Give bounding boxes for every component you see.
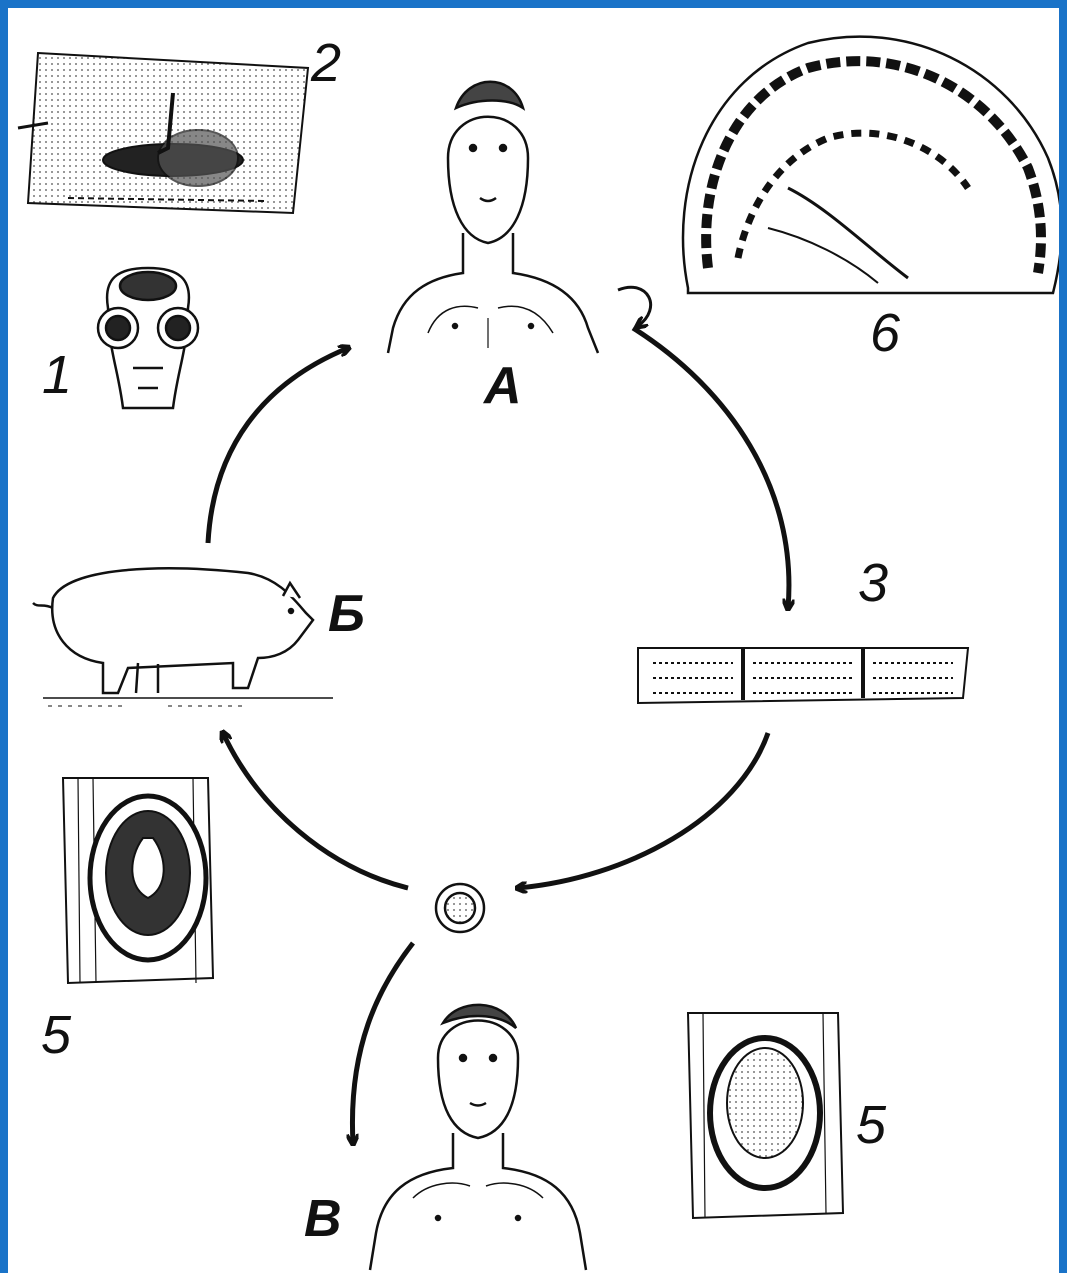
label-3: 3: [858, 556, 888, 610]
label-2: 2: [311, 36, 341, 90]
lifecycle-diagram: [8, 8, 1059, 1273]
proglottid-illustration: [638, 648, 968, 703]
scolex-illustration: [98, 268, 198, 408]
diagram-frame: 2 1 А 6 3 Б 5 5 В: [8, 8, 1059, 1273]
label-host-b: Б: [328, 588, 365, 640]
arrow-egg-to-v: [352, 943, 413, 1143]
intestine-illustration: [18, 53, 308, 213]
arrow-egg-to-pig: [223, 733, 408, 888]
label-host-v: В: [304, 1193, 342, 1245]
human-v-illustration: [370, 1005, 586, 1270]
human-a-illustration: [388, 82, 598, 353]
cysticercus-left-illustration: [63, 778, 213, 983]
arrow-a-to-segment: [633, 328, 789, 608]
arrow-segment-to-egg: [518, 733, 768, 888]
label-1: 1: [42, 348, 72, 402]
cysticercus-right-illustration: [688, 1013, 843, 1218]
egg-illustration: [436, 884, 484, 932]
arrow-pig-to-a: [208, 348, 348, 543]
label-5-left: 5: [41, 1008, 71, 1062]
label-6: 6: [870, 306, 900, 360]
brain-illustration: [683, 37, 1059, 293]
label-host-a: А: [484, 360, 522, 412]
pig-illustration: [33, 568, 333, 706]
label-5-right: 5: [856, 1098, 886, 1152]
autoinfection-loop: [618, 287, 651, 326]
